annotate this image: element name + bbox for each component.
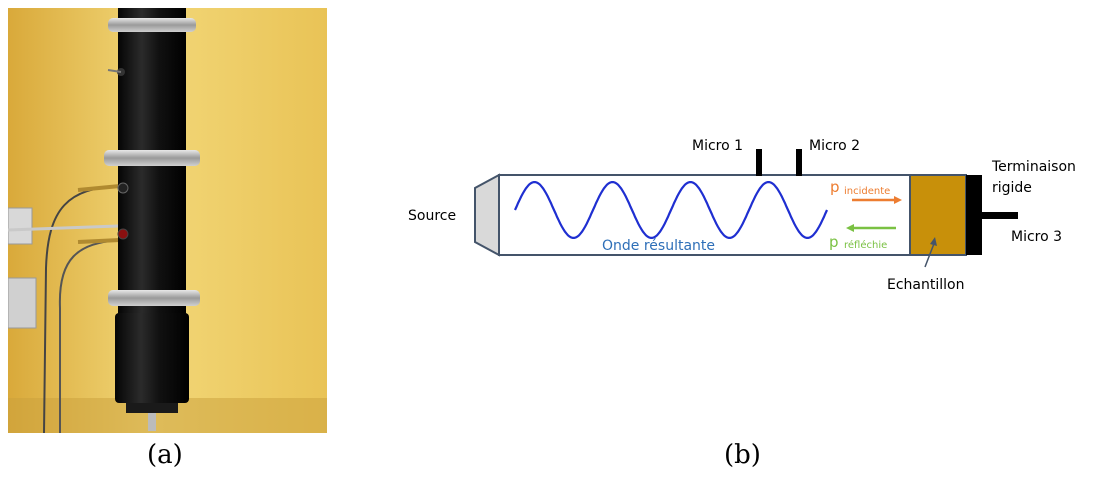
reflected-subscript: réfléchie	[844, 239, 887, 251]
incident-p-symbol: p	[830, 178, 840, 196]
rigid-termination	[966, 175, 982, 255]
micro2-rod	[796, 149, 802, 176]
micro1-label: Micro 1	[692, 138, 743, 154]
caption-a: (a)	[147, 440, 183, 470]
source-shape	[474, 173, 500, 257]
sample-label: Echantillon	[887, 277, 964, 293]
tube-outline	[498, 174, 911, 256]
impedance-tube-photo	[8, 8, 327, 433]
impedance-tube-diagram: Source Micro 1 Micro 2 Micro 3 Terminais…	[408, 138, 1076, 293]
wave-label: Onde résultante	[602, 238, 715, 254]
micro2-label: Micro 2	[809, 138, 860, 154]
termination-label-1: Terminaison	[991, 159, 1076, 175]
source-label: Source	[408, 208, 456, 224]
micro3-label: Micro 3	[1011, 229, 1062, 245]
incident-subscript: incidente	[844, 186, 890, 197]
reflected-p-symbol: p	[829, 233, 839, 251]
resulting-wave	[513, 181, 829, 239]
caption-b: (b)	[724, 440, 761, 470]
micro1-rod	[756, 149, 762, 176]
sample-pointer	[924, 240, 936, 268]
micro3-rod	[982, 212, 1018, 219]
termination-label-2: rigide	[992, 180, 1032, 196]
sample-block	[909, 174, 967, 256]
